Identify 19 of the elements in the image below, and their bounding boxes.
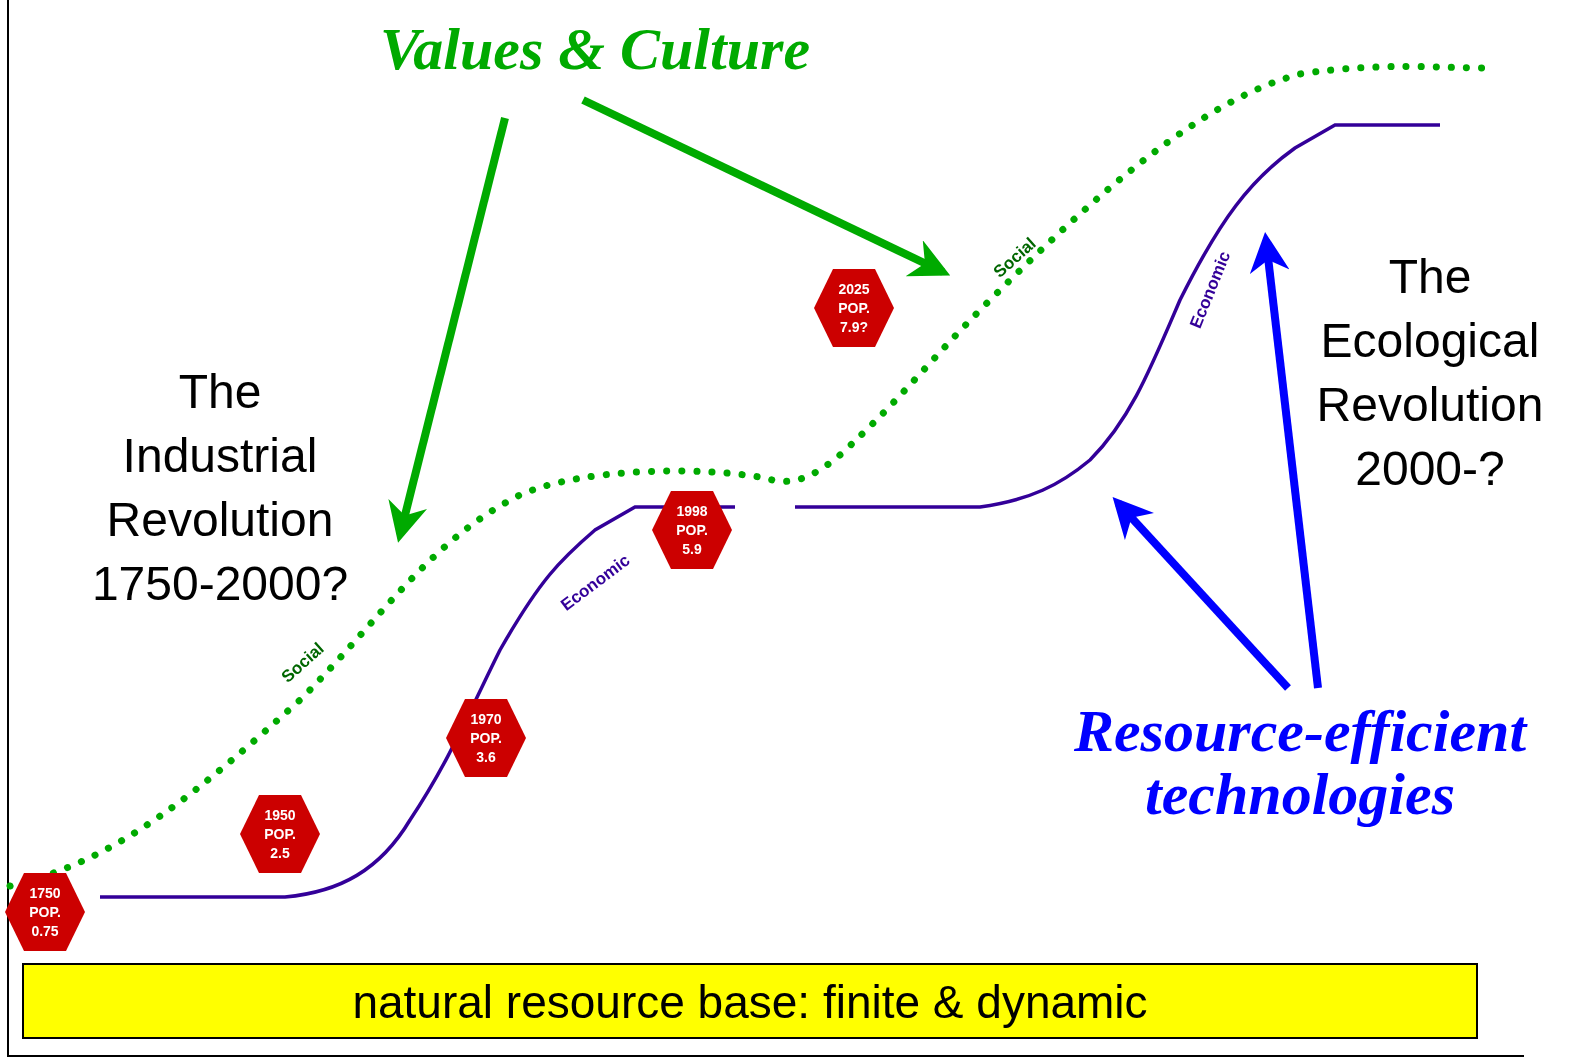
population-label: 2025 POP. 7.9? bbox=[837, 279, 871, 337]
hexagon-marker bbox=[651, 490, 733, 570]
callout-text: Values & Culture bbox=[330, 18, 860, 81]
hexagon-marker bbox=[239, 794, 321, 874]
population-label: 1950 POP. 2.5 bbox=[263, 805, 297, 863]
hexagon-marker bbox=[813, 268, 895, 348]
era-label: The Industrial Revolution 1750-2000? bbox=[90, 364, 350, 612]
arrow bbox=[581, 96, 951, 277]
era-label: The Ecological Revolution 2000-? bbox=[1315, 249, 1545, 497]
population-label: 1998 POP. 5.9 bbox=[675, 501, 709, 559]
arrow bbox=[1249, 232, 1322, 689]
population-label: 1750 POP. 0.75 bbox=[28, 883, 62, 941]
hexagon-marker bbox=[4, 872, 86, 952]
arrow bbox=[388, 117, 509, 543]
hexagon-marker bbox=[445, 698, 527, 778]
callout-text: Resource-efficient technologies bbox=[1040, 700, 1560, 826]
population-label: 1970 POP. 3.6 bbox=[469, 709, 503, 767]
arrow bbox=[1112, 497, 1291, 691]
resource-base-bar: natural resource base: finite & dynamic bbox=[22, 963, 1478, 1039]
